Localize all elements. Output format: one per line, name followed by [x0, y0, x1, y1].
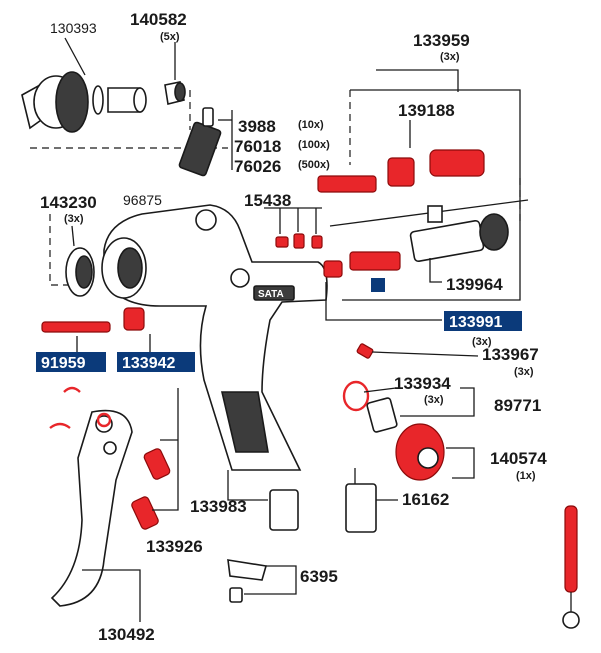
- label-140582: 140582: [130, 10, 187, 29]
- paint-needle-part: [329, 199, 529, 283]
- label-133959: 133959: [413, 31, 470, 50]
- label-76018: 76018: [234, 137, 281, 156]
- seal-sleeve-red: [387, 157, 415, 187]
- box-133991: [444, 311, 522, 331]
- label-15438: 15438: [244, 191, 291, 210]
- adjustment-dial-part: [65, 225, 95, 297]
- qty-133967: (3x): [514, 366, 534, 378]
- nozzle-140582-part: [164, 42, 186, 105]
- qty-76026: (500x): [298, 159, 330, 171]
- cleaning-brush-red: [564, 505, 578, 593]
- needle-spring-red: [317, 175, 377, 193]
- qty-133934: (3x): [424, 394, 444, 406]
- label-89771: 89771: [494, 396, 541, 415]
- label-130492: 130492: [98, 625, 155, 644]
- label-76026: 76026: [234, 157, 281, 176]
- label-16162: 16162: [402, 490, 449, 509]
- red-wear-parts: [41, 149, 580, 629]
- air-cap-part: [21, 37, 147, 133]
- aircap-assembly-dashed-outline: [30, 90, 228, 286]
- label-133926: 133926: [146, 537, 203, 556]
- leader-lines: [76, 69, 521, 595]
- qty-140574: (1x): [516, 470, 536, 482]
- label-3988: 3988: [238, 117, 276, 136]
- brand-on-gun-text: SATA: [258, 289, 284, 300]
- label-133942: 133942: [122, 355, 175, 372]
- label-139964: 139964: [446, 275, 503, 294]
- box-91959: [36, 352, 106, 372]
- air-fittings: [227, 397, 398, 603]
- label-91959: 91959: [41, 355, 86, 372]
- label-130393: 130393: [50, 20, 97, 36]
- label-133991: 133991: [449, 314, 502, 331]
- label-139188: 139188: [398, 101, 455, 120]
- spray-gun-body: SATA: [101, 204, 328, 471]
- qty-3988: (10x): [298, 119, 324, 131]
- qty-133991: (3x): [472, 336, 492, 348]
- strainer-filter-part: [178, 107, 233, 177]
- qty-133959: (3x): [440, 51, 460, 63]
- qty-140582: (5x): [160, 31, 180, 43]
- qty-143230: (3x): [64, 213, 84, 225]
- qty-76018: (100x): [298, 139, 330, 151]
- trigger-part: [50, 409, 141, 622]
- label-96875: 96875: [123, 192, 162, 208]
- label-143230: 143230: [40, 193, 97, 212]
- highlight-square-marker: [371, 278, 385, 292]
- label-133983: 133983: [190, 497, 247, 516]
- label-133934: 133934: [394, 374, 451, 393]
- pin-91959-red: [41, 321, 111, 333]
- label-6395: 6395: [300, 567, 338, 586]
- label-140574: 140574: [490, 449, 547, 468]
- label-133967: 133967: [482, 345, 539, 364]
- box-133942: [117, 352, 195, 372]
- packing-red: [429, 149, 485, 177]
